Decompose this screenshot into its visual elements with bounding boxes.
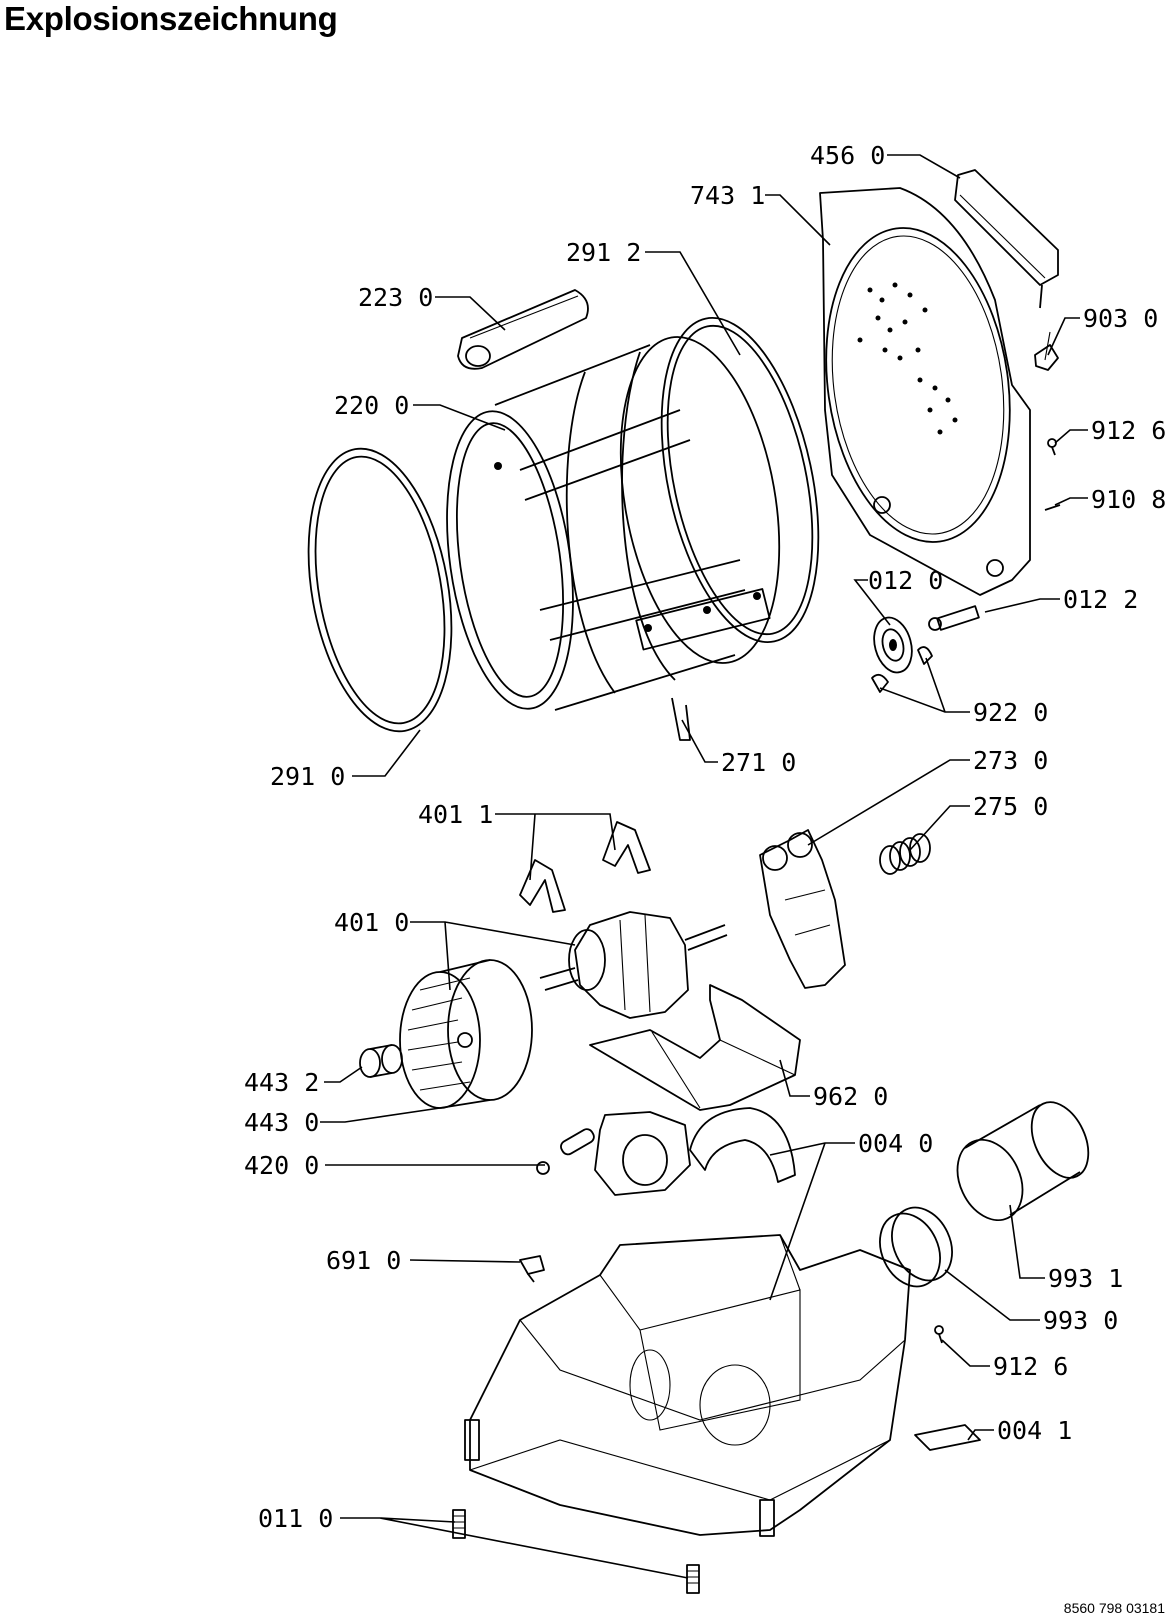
part-label-743-1: 743 1 [690, 181, 765, 210]
part-label-291-2: 291 2 [566, 238, 641, 267]
part-label-443-0: 443 0 [244, 1108, 319, 1137]
part-label-691-0: 691 0 [326, 1246, 401, 1275]
screw-part [934, 1325, 944, 1344]
motor-bracket-part [519, 821, 651, 913]
pin-part [1044, 504, 1061, 511]
clip-922-part [917, 646, 933, 665]
document-number: 8560 798 03181 [1063, 1600, 1165, 1616]
motor-part [539, 911, 728, 1019]
part-label-993-0: 993 0 [1043, 1306, 1118, 1335]
leader-lines [320, 154, 1088, 1579]
foot-part [686, 1564, 700, 1594]
page-title: Explosionszeichnung [4, 0, 338, 37]
clip-922-part [871, 673, 889, 693]
part-label-011-0: 011 0 [258, 1504, 333, 1533]
small-fitting-part [519, 1255, 545, 1283]
fan-housing-part [594, 1107, 796, 1196]
drum-paddle-part [457, 289, 589, 370]
front-seal-ring-part [307, 447, 453, 733]
tensioner-arm-part [759, 829, 846, 989]
part-label-420-0: 420 0 [244, 1151, 319, 1180]
filter-bar-part [954, 169, 1059, 309]
part-label-993-1: 993 1 [1048, 1264, 1123, 1293]
part-label-962-0: 962 0 [813, 1082, 888, 1111]
part-label-273-0: 273 0 [973, 746, 1048, 775]
part-label-004-0: 004 0 [858, 1129, 933, 1158]
capacitor-part [536, 1128, 595, 1175]
part-label-922-0: 922 0 [973, 698, 1048, 727]
screw-part [1047, 438, 1057, 456]
part-label-401-0: 401 0 [334, 908, 409, 937]
part-label-012-2: 012 2 [1063, 585, 1138, 614]
part-label-456-0: 456 0 [810, 141, 885, 170]
rear-panel-part [819, 187, 1031, 596]
part-label-910-8: 910 8 [1091, 485, 1166, 514]
base-frame-part [464, 1234, 911, 1537]
fan-hub-part [359, 1044, 403, 1078]
pulley-bearing-part [873, 616, 913, 674]
tab-part [914, 1424, 981, 1451]
axle-part [928, 605, 980, 631]
cover-plate-part [589, 984, 801, 1111]
part-label-271-0: 271 0 [721, 748, 796, 777]
duct-tube-part [956, 1101, 1090, 1222]
part-label-903-0: 903 0 [1083, 304, 1158, 333]
part-label-004-1: 004 1 [997, 1416, 1072, 1445]
fan-wheel-part [399, 959, 533, 1109]
drum-part [446, 317, 820, 741]
part-label-912-6-top: 912 6 [1091, 416, 1166, 445]
part-label-220-0: 220 0 [334, 391, 409, 420]
part-label-223-0: 223 0 [358, 283, 433, 312]
duct-ring-part [879, 1206, 953, 1288]
part-label-012-0: 012 0 [868, 566, 943, 595]
part-number-labels: 456 0 743 1 291 2 223 0 903 0 220 0 912 … [244, 141, 1166, 1533]
part-label-291-0: 291 0 [270, 762, 345, 791]
part-label-443-2: 443 2 [244, 1068, 319, 1097]
clip-part [1034, 331, 1059, 371]
part-label-401-1: 401 1 [418, 800, 493, 829]
part-label-275-0: 275 0 [973, 792, 1048, 821]
part-label-912-6-bottom: 912 6 [993, 1352, 1068, 1381]
spring-part [879, 833, 931, 875]
